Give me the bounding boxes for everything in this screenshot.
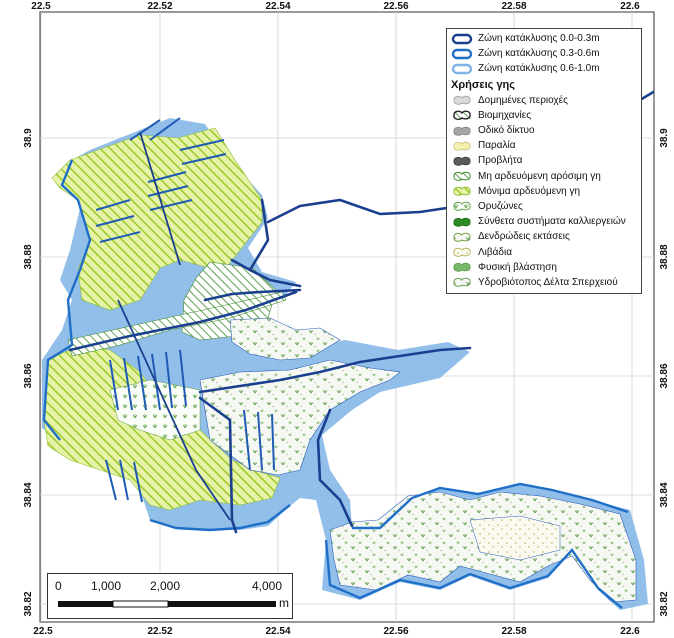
legend-label: Δενδρώδεις εκτάσεις <box>478 231 570 243</box>
rice-field-icon <box>453 202 471 212</box>
x-tick-labels-bottom: 22.5 22.52 22.54 22.56 22.58 22.6 <box>33 626 640 637</box>
legend-item-wetland: Υδροβιότοπος Δέλτα Σπερχειού <box>451 275 637 290</box>
y-tick-left: 38.84 <box>23 482 34 507</box>
scale-bar: 0 1,000 2,000 4,000 m <box>47 573 293 619</box>
legend-label: Οδικό δίκτυο <box>478 125 535 137</box>
non-irrigated-strip <box>67 291 287 357</box>
scale-unit: m <box>279 596 289 610</box>
flood-zone-mid <box>42 159 629 609</box>
legend-item-non-irrigated: Μη αρδευόμενη αρόσιμη γη <box>451 169 637 184</box>
x-tick-top: 22.56 <box>383 1 408 12</box>
x-tick-bottom: 22.58 <box>501 626 526 637</box>
meadow-icon <box>453 247 471 257</box>
x-tick-bottom: 22.5 <box>33 626 53 637</box>
legend-item-natural-vegetation: Φυσική βλάστηση <box>451 260 637 275</box>
wetland-north <box>229 317 341 361</box>
scale-label-0: 0 <box>55 579 62 593</box>
x-tick-labels-top: 22.5 22.52 22.54 22.56 22.58 22.6 <box>31 1 640 12</box>
y-tick-right: 38.88 <box>659 244 670 269</box>
legend-label: Προβλήτα <box>478 155 523 167</box>
scale-label-1000: 1,000 <box>91 579 122 593</box>
legend-label: Φυσική βλάστηση <box>478 261 557 273</box>
legend-label: Μόνιμα αρδευόμενη γη <box>478 185 581 197</box>
x-tick-top: 22.58 <box>501 1 526 12</box>
legend-item-roads: Οδικό δίκτυο <box>451 123 637 138</box>
y-tick-right: 38.86 <box>659 363 670 388</box>
x-tick-bottom: 22.6 <box>620 626 640 637</box>
irrigated-land-icon <box>453 187 471 197</box>
x-tick-top: 22.52 <box>147 1 172 12</box>
legend-item-meadow: Λιβάδια <box>451 244 637 259</box>
y-tick-left: 38.9 <box>23 128 34 148</box>
legend-label: Μη αρδευόμενη αρόσιμη γη <box>478 170 601 182</box>
legend-item-trees: Δενδρώδεις εκτάσεις <box>451 229 637 244</box>
legend-label: Ζώνη κατάκλυσης 0.3-0.6m <box>478 48 600 60</box>
legend-label: Ζώνη κατάκλυσης 0.0-0.3m <box>478 33 600 45</box>
wetland-icon <box>453 278 471 288</box>
legend-label: Παραλία <box>478 140 516 152</box>
legend-item-zone-03-06: Ζώνη κατάκλυσης 0.3-0.6m <box>451 46 637 61</box>
legend-label: Βιομηχανίες <box>478 109 532 121</box>
legend-label: Υδροβιότοπος Δέλτα Σπερχειού <box>478 276 618 288</box>
legend-label: Σύνθετα συστήματα καλλιεργειών <box>478 216 626 228</box>
legend-landuse-title: Χρήσεις γης <box>451 78 515 91</box>
road-network <box>117 131 231 521</box>
flood-zone-icon <box>451 63 473 75</box>
industry-icon <box>453 110 471 121</box>
legend-item-beach: Παραλία <box>451 138 637 153</box>
x-tick-top: 22.5 <box>31 1 51 12</box>
y-tick-labels-right: 38.9 38.88 38.86 38.84 38.82 <box>659 128 670 617</box>
flood-zone-icon <box>451 48 473 59</box>
meadow-patch <box>469 515 561 561</box>
built-area-icon <box>453 96 471 105</box>
drainage-channels <box>95 117 275 503</box>
x-tick-top: 22.6 <box>620 1 640 12</box>
map-legend: Ζώνη κατάκλυσης 0.0-0.3m Ζώνη κατάκλυσης… <box>446 28 642 294</box>
x-tick-bottom: 22.54 <box>265 626 290 637</box>
legend-item-irrigated: Μόνιμα αρδευόμενη γη <box>451 184 637 199</box>
flood-map <box>42 90 654 610</box>
scale-bar-graphic <box>58 600 276 608</box>
non-irrigated-land-icon <box>453 171 471 181</box>
beach-icon <box>453 141 471 151</box>
y-tick-left: 38.88 <box>23 244 34 269</box>
scale-label-4000: 4,000 <box>252 579 283 593</box>
y-tick-labels-left: 38.9 38.88 38.86 38.84 38.82 <box>23 128 34 617</box>
rice-fields <box>109 379 201 441</box>
y-tick-right: 38.9 <box>659 128 670 148</box>
legend-item-rice: Ορυζώνες <box>451 199 637 214</box>
legend-item-pier: Προβλήτα <box>451 153 637 168</box>
y-tick-left: 38.82 <box>23 591 34 616</box>
y-tick-left: 38.86 <box>23 363 34 388</box>
legend-item-complex: Σύνθετα συστήματα καλλιεργειών <box>451 214 637 229</box>
y-tick-right: 38.82 <box>659 591 670 616</box>
legend-label: Ζώνη κατάκλυσης 0.6-1.0m <box>478 63 600 75</box>
x-tick-bottom: 22.52 <box>147 626 172 637</box>
legend-item-zone-06-10: Ζώνη κατάκλυσης 0.6-1.0m <box>451 61 637 76</box>
legend-item-industry: Βιομηχανίες <box>451 108 637 123</box>
flood-zone-icon <box>451 33 473 44</box>
tree-area-icon <box>453 232 471 242</box>
pier-icon <box>453 156 471 166</box>
x-tick-bottom: 22.56 <box>383 626 408 637</box>
legend-item-zone-0-03: Ζώνη κατάκλυσης 0.0-0.3m <box>451 31 637 46</box>
y-tick-right: 38.84 <box>659 482 670 507</box>
natural-vegetation-icon <box>453 263 471 272</box>
legend-label: Ορυζώνες <box>478 200 523 212</box>
scale-label-2000: 2,000 <box>150 579 181 593</box>
complex-cultivation-icon <box>453 217 471 227</box>
legend-item-built: Δομημένες περιοχές <box>451 93 637 108</box>
legend-label: Δομημένες περιοχές <box>478 94 568 106</box>
legend-label: Λιβάδια <box>478 246 513 258</box>
road-network-icon <box>453 126 471 136</box>
x-tick-top: 22.54 <box>265 1 290 12</box>
